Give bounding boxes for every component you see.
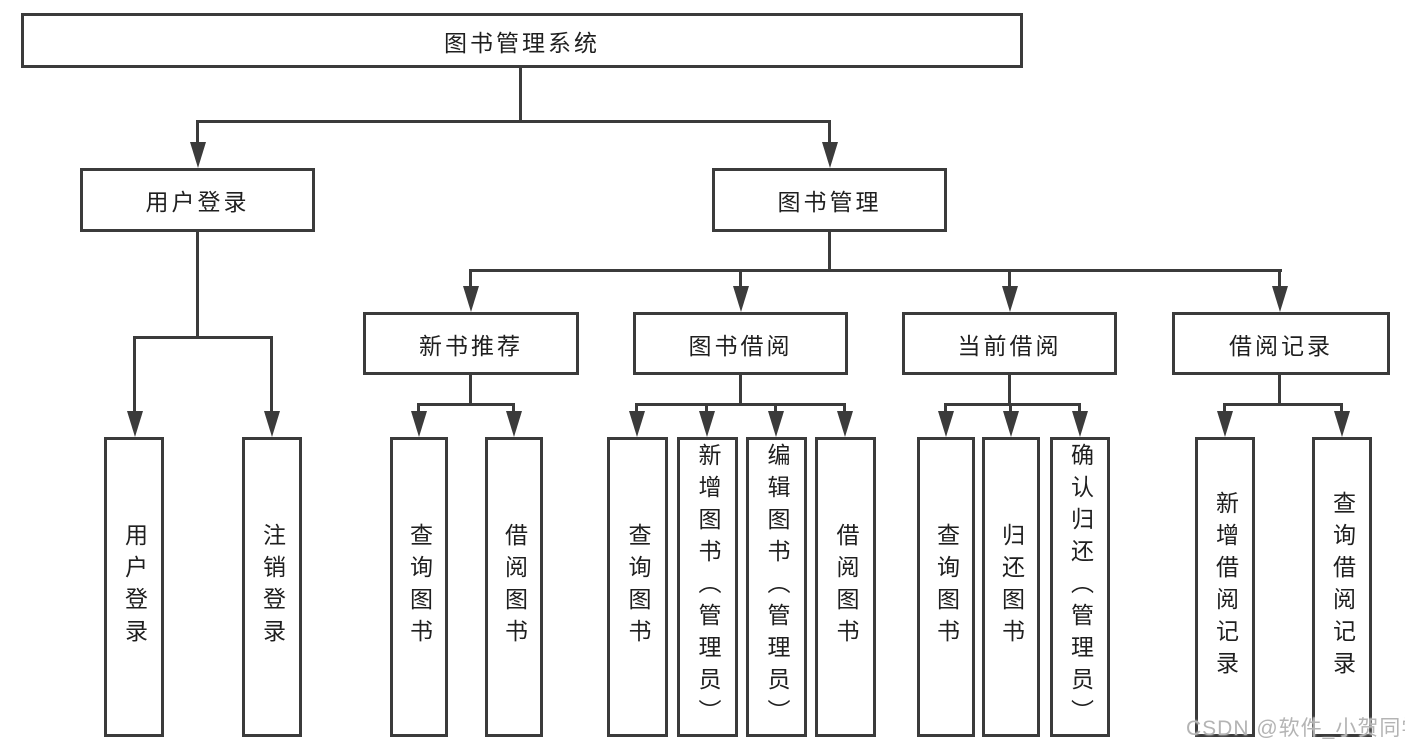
- node-book-borrow-label: 图书借阅: [688, 332, 793, 359]
- connector-to-leaf-login: [133, 336, 136, 414]
- connector-borrow-records-bar: [1224, 403, 1343, 406]
- leaf-cb-return-books: 归还图书: [982, 437, 1040, 737]
- arrowhead-cb-return: [1003, 411, 1019, 437]
- leaf-bb-query-books-label: 查询图书: [625, 523, 651, 651]
- leaf-bb-add-books-admin: 新增图书（管理员）: [677, 437, 738, 737]
- connector-borrow-records-stem: [1278, 375, 1281, 406]
- connector-to-book-mgmt: [828, 120, 831, 148]
- leaf-br-query-record-label: 查询借阅记录: [1329, 491, 1356, 683]
- connector-cb-return-stem: [1009, 403, 1012, 415]
- connector-book-borrow-stem: [739, 375, 742, 406]
- connector-br-query-stem: [1340, 403, 1343, 415]
- node-book-management: 图书管理: [712, 168, 947, 232]
- connector-book-mgmt-stem: [828, 232, 831, 272]
- leaf-bb-borrow-books-label: 借阅图书: [833, 523, 859, 651]
- csdn-watermark: CSDN @软件_小贺同学: [1186, 717, 1405, 740]
- node-new-book-recommend: 新书推荐: [363, 312, 579, 375]
- arrowhead-leaf-logout: [264, 411, 280, 437]
- leaf-bb-add-books-admin-label: 新增图书（管理员）: [695, 443, 721, 731]
- leaf-nb-borrow-books: 借阅图书: [485, 437, 543, 737]
- leaf-logout-label: 注销登录: [259, 523, 286, 651]
- arrowhead-book-mgmt: [822, 142, 838, 168]
- connector-bb-edit-stem: [774, 403, 777, 415]
- arrowhead-br-query: [1334, 411, 1350, 437]
- arrowhead-new-book: [463, 286, 479, 312]
- connector-to-current-borrow: [1008, 269, 1011, 289]
- connector-user-login-bar: [134, 336, 273, 339]
- node-library-management-system: 图书管理系统: [21, 13, 1023, 68]
- connector-current-borrow-stem: [1008, 375, 1011, 406]
- connector-to-new-book: [469, 269, 472, 289]
- arrowhead-bb-add: [699, 411, 715, 437]
- leaf-user-login: 用户登录: [104, 437, 164, 737]
- leaf-logout: 注销登录: [242, 437, 302, 737]
- node-new-book-recommend-label: 新书推荐: [419, 332, 523, 359]
- connector-new-book-stem: [469, 375, 472, 406]
- connector-book-mgmt-bar: [471, 269, 1282, 272]
- connector-to-leaf-logout: [270, 336, 273, 414]
- node-user-login-label: 用户登录: [145, 189, 250, 215]
- node-current-borrow: 当前借阅: [902, 312, 1117, 375]
- connector-nb-borrow-stem: [512, 403, 515, 415]
- connector-to-borrow-records: [1278, 269, 1281, 289]
- leaf-cb-confirm-return-admin: 确认归还（管理员）: [1050, 437, 1110, 737]
- leaf-nb-query-books-label: 查询图书: [406, 523, 433, 651]
- leaf-bb-query-books: 查询图书: [607, 437, 668, 737]
- connector-root-stem: [519, 68, 522, 120]
- leaf-nb-query-books: 查询图书: [390, 437, 448, 737]
- arrowhead-bb-edit: [768, 411, 784, 437]
- leaf-bb-borrow-books: 借阅图书: [815, 437, 876, 737]
- connector-bb-add-stem: [705, 403, 708, 415]
- arrowhead-current-borrow: [1002, 286, 1018, 312]
- connector-to-book-borrow: [739, 269, 742, 289]
- arrowhead-cb-confirm: [1072, 411, 1088, 437]
- connector-cb-confirm-stem: [1078, 403, 1081, 415]
- arrowhead-borrow-records: [1272, 286, 1288, 312]
- connector-nb-query-stem: [417, 403, 420, 415]
- node-borrow-records-label: 借阅记录: [1229, 332, 1333, 359]
- connector-new-book-bar: [418, 403, 515, 406]
- connector-cb-query-stem: [944, 403, 947, 415]
- connector-to-user-login: [196, 120, 199, 148]
- connector-br-add-stem: [1223, 403, 1226, 415]
- leaf-cb-confirm-return-admin-label: 确认归还（管理员）: [1067, 443, 1094, 731]
- leaf-cb-return-books-label: 归还图书: [998, 523, 1025, 651]
- connector-root-bar: [197, 120, 831, 123]
- connector-book-borrow-bar: [636, 403, 846, 406]
- leaf-user-login-label: 用户登录: [121, 523, 148, 651]
- connector-current-borrow-bar: [945, 403, 1081, 406]
- node-book-management-label: 图书管理: [777, 189, 882, 215]
- node-borrow-records: 借阅记录: [1172, 312, 1390, 375]
- leaf-cb-query-books: 查询图书: [917, 437, 975, 737]
- leaf-br-add-record-label: 新增借阅记录: [1212, 491, 1239, 683]
- node-root-label: 图书管理系统: [444, 29, 600, 56]
- connector-user-login-stem: [196, 232, 199, 336]
- leaf-bb-edit-books-admin: 编辑图书（管理员）: [746, 437, 807, 737]
- leaf-br-query-record: 查询借阅记录: [1312, 437, 1372, 737]
- arrowhead-nb-query: [411, 411, 427, 437]
- arrowhead-book-borrow: [733, 286, 749, 312]
- leaf-bb-edit-books-admin-label: 编辑图书（管理员）: [764, 443, 790, 731]
- connector-bb-query-stem: [635, 403, 638, 415]
- arrowhead-bb-borrow: [837, 411, 853, 437]
- arrowhead-nb-borrow: [506, 411, 522, 437]
- arrowhead-user-login: [190, 142, 206, 168]
- connector-bb-borrow-stem: [843, 403, 846, 415]
- node-book-borrow: 图书借阅: [633, 312, 848, 375]
- leaf-br-add-record: 新增借阅记录: [1195, 437, 1255, 737]
- arrowhead-br-add: [1217, 411, 1233, 437]
- node-current-borrow-label: 当前借阅: [957, 332, 1062, 359]
- arrowhead-leaf-login: [127, 411, 143, 437]
- arrowhead-bb-query: [629, 411, 645, 437]
- node-user-login: 用户登录: [80, 168, 315, 232]
- arrowhead-cb-query: [938, 411, 954, 437]
- leaf-cb-query-books-label: 查询图书: [933, 523, 960, 651]
- leaf-nb-borrow-books-label: 借阅图书: [501, 523, 528, 651]
